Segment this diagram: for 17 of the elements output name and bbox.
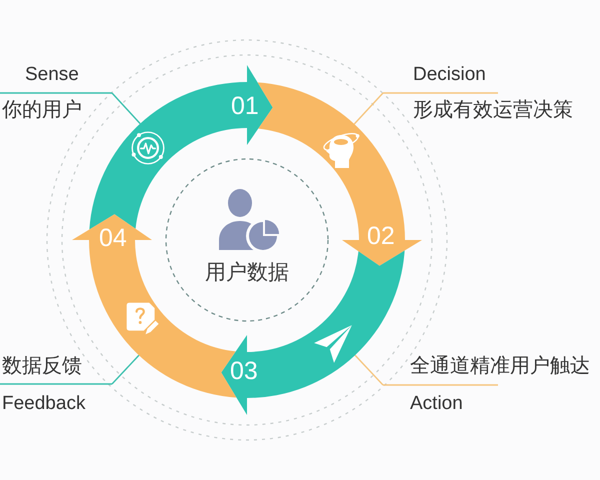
stage-name: Action [410,393,463,416]
stage-description: 你的用户 [2,98,82,122]
leader-line [111,92,141,124]
step-number: 02 [367,224,395,248]
stage-name: Decision [413,64,486,87]
stage-description: 数据反馈 [2,354,82,378]
stage-name: Sense [25,64,79,87]
step-number: 03 [230,358,258,384]
leader-line [111,354,140,384]
stage-description: 全通道精准用户触达 [410,354,590,378]
center-label: 用户数据 [205,260,289,285]
leader-line [354,92,384,124]
stage-name: Feedback [2,393,86,416]
step-number: 01 [231,94,259,118]
leader-line [354,354,384,386]
stage-description: 形成有效运营决策 [413,98,573,122]
step-number: 04 [99,226,127,250]
